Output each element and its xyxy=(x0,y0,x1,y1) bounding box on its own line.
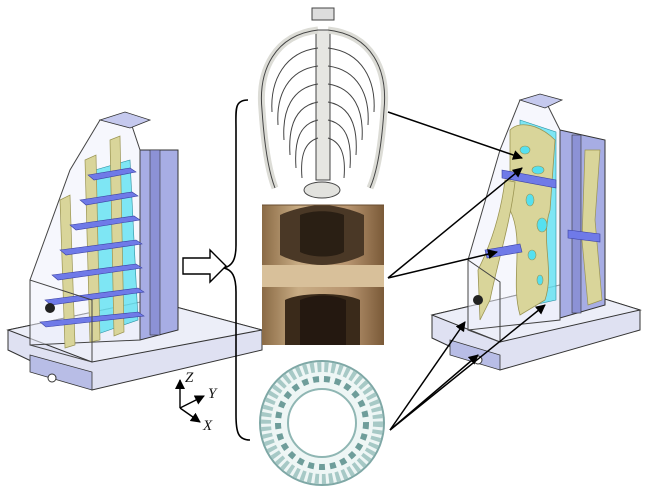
transform-arrow-icon xyxy=(183,250,226,282)
left-column-model xyxy=(8,112,262,390)
right-body-rail xyxy=(572,135,581,313)
left-body-hole xyxy=(45,303,55,313)
left-base-hole xyxy=(48,374,56,382)
arrow-ribcage-to-model xyxy=(388,112,522,158)
right-body-hole xyxy=(473,295,483,305)
axis-z-label: Z xyxy=(185,370,194,386)
curly-brace-icon xyxy=(224,100,250,440)
axis-x-label: X xyxy=(202,418,213,434)
coordinate-axes: Z Y X xyxy=(180,370,218,434)
left-body-rail xyxy=(150,150,160,335)
axis-y-label: Y xyxy=(208,386,218,402)
bamboo-node-image xyxy=(262,205,384,345)
right-column-model xyxy=(432,94,640,370)
stem-cross-section-image xyxy=(260,361,384,485)
rib-cage-image xyxy=(261,8,384,198)
